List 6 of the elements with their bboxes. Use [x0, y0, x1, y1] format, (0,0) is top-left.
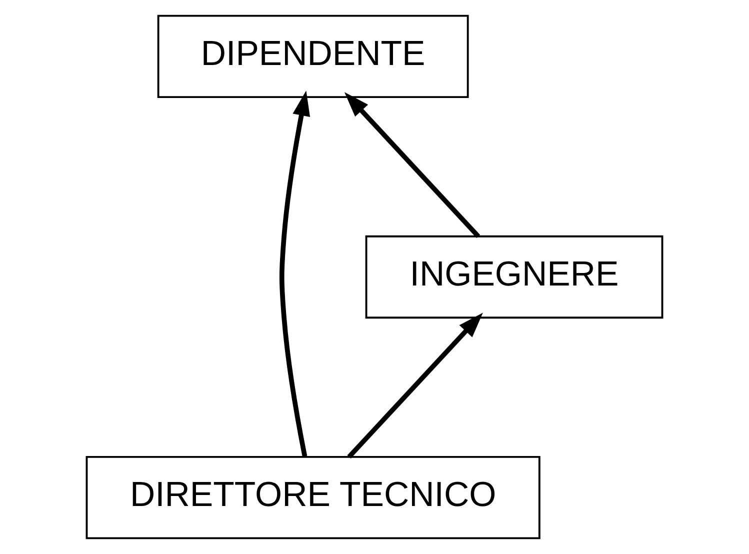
arrow — [347, 312, 483, 459]
arrow — [279, 90, 310, 457]
node-box: DIRETTORE TECNICO — [86, 456, 540, 540]
arrow — [344, 92, 480, 238]
node-box: DIPENDENTE — [157, 14, 469, 98]
node-box: INGEGNERE — [365, 235, 664, 319]
